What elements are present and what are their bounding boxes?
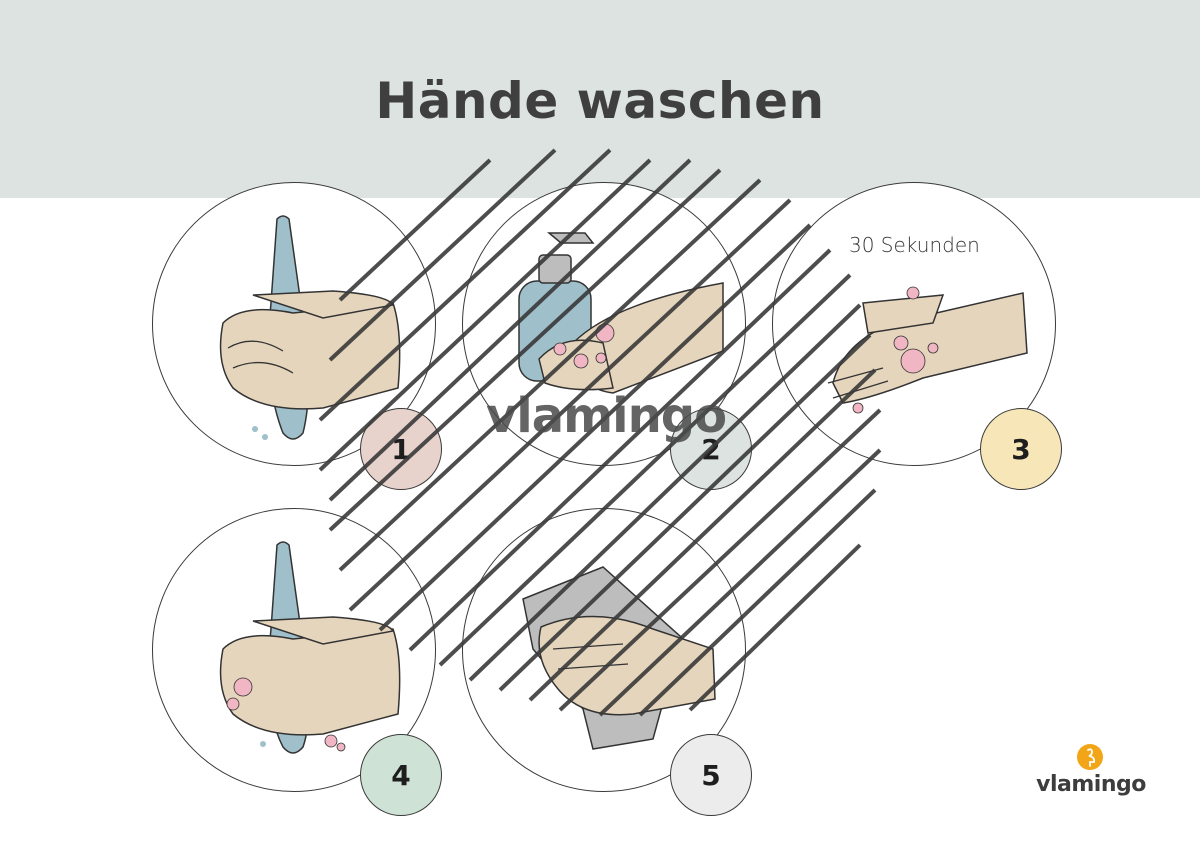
- step-4-number: 4: [391, 758, 411, 792]
- step-5-number: 5: [701, 758, 721, 792]
- step-3-badge: 3: [980, 408, 1062, 490]
- flamingo-icon: [1077, 744, 1103, 770]
- page-title: Hände waschen: [375, 72, 825, 130]
- watermark-text: vlamingo: [486, 388, 727, 444]
- rinse-soap-icon: [219, 541, 401, 754]
- brand-name: vlamingo: [1036, 772, 1146, 797]
- step-1-number: 1: [391, 432, 411, 466]
- step-3-number: 3: [1011, 432, 1031, 466]
- step-1-badge: 1: [360, 408, 442, 490]
- brand-logo: vlamingo: [1036, 744, 1146, 804]
- step-5-badge: 5: [670, 734, 752, 816]
- step-3-caption: 30 Sekunden: [849, 233, 980, 257]
- step-4-badge: 4: [360, 734, 442, 816]
